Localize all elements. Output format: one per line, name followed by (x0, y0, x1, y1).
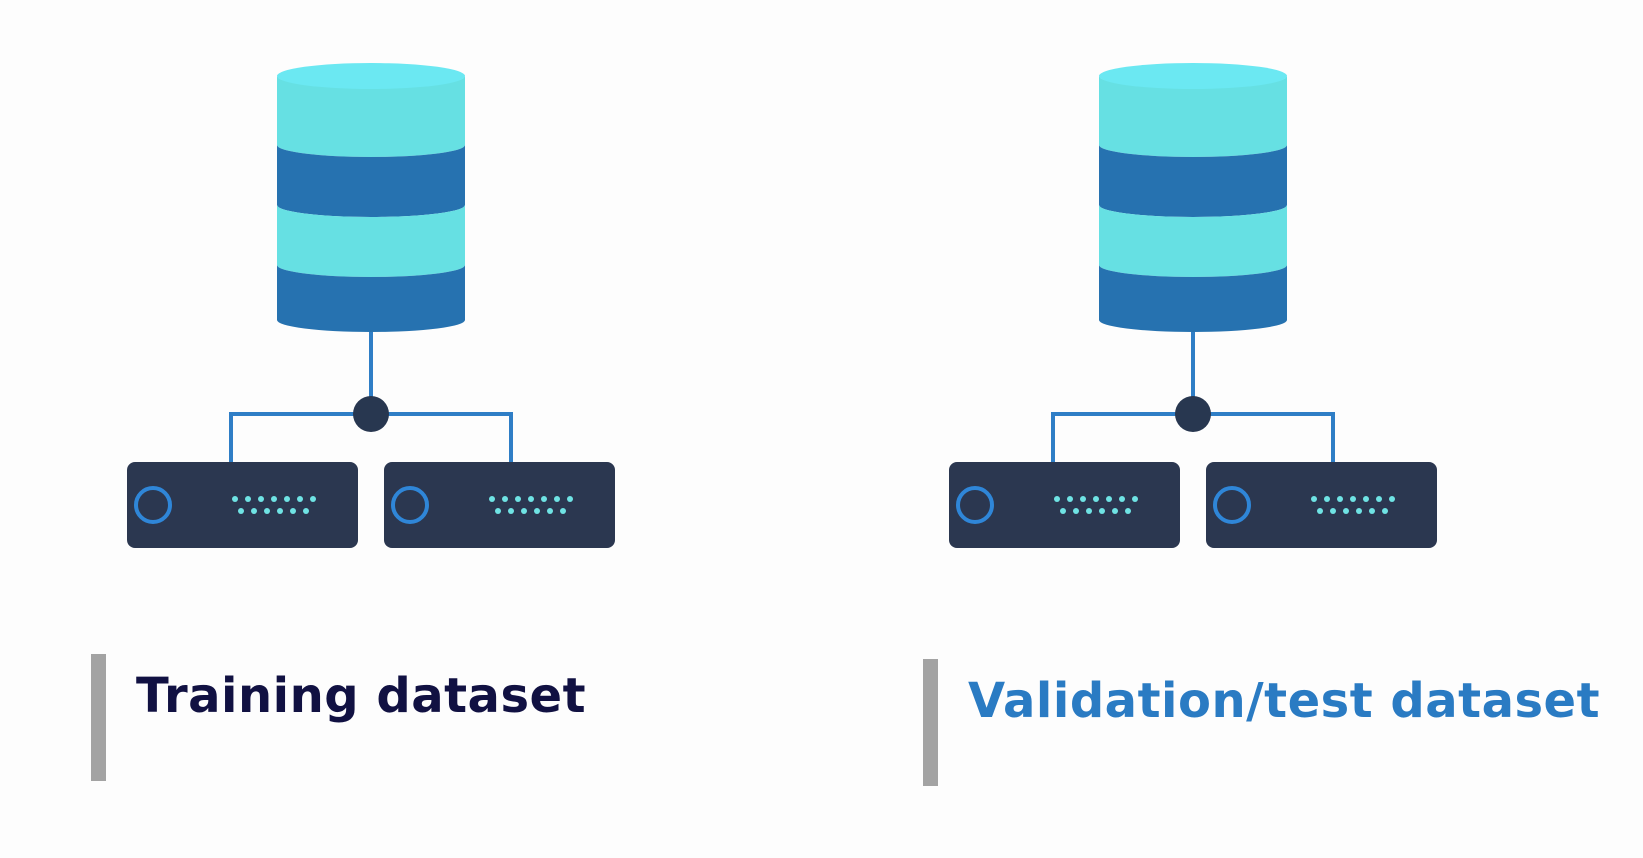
indicator-dot (495, 508, 501, 514)
indicator-dot (1382, 508, 1388, 514)
indicator-dot (1311, 496, 1317, 502)
indicator-dot (1073, 508, 1079, 514)
indicator-dot (1324, 496, 1330, 502)
indicator-dot (251, 508, 257, 514)
connector-lines (1051, 332, 1335, 463)
indicator-dot (1350, 496, 1356, 502)
indicator-dot (1112, 508, 1118, 514)
server-body (127, 462, 358, 548)
indicator-dot (515, 496, 521, 502)
server-status-ring (1213, 486, 1251, 524)
indicator-dot (528, 496, 534, 502)
connector-lines (229, 332, 513, 463)
server-status-ring (956, 486, 994, 524)
server-status-ring (391, 486, 429, 524)
indicator-dot (502, 496, 508, 502)
indicator-dot (1337, 496, 1343, 502)
database-icon (1099, 63, 1287, 332)
indicator-dot (1363, 496, 1369, 502)
validation-database-illustration (949, 63, 1437, 548)
indicator-dot (1080, 496, 1086, 502)
database-icon (277, 63, 465, 332)
indicator-dot (1330, 508, 1336, 514)
indicator-dot (290, 508, 296, 514)
indicator-dot (489, 496, 495, 502)
indicator-dot (1132, 496, 1138, 502)
indicator-dot (1389, 496, 1395, 502)
server-left-icon (949, 462, 1180, 548)
training-dataset-label: Training dataset (136, 668, 587, 724)
validation-caption: Validation/test dataset (923, 659, 1600, 786)
cylinder-band (1099, 265, 1287, 332)
junction-node (353, 396, 389, 432)
cylinder-band (277, 76, 465, 157)
indicator-dot (508, 508, 514, 514)
indicator-dot (303, 508, 309, 514)
server-body (384, 462, 615, 548)
indicator-dot (258, 496, 264, 502)
indicator-dot (271, 496, 277, 502)
cylinder-band (1099, 76, 1287, 157)
indicator-dot (264, 508, 270, 514)
cylinder-band (277, 145, 465, 217)
indicator-dot (297, 496, 303, 502)
indicator-dot (1125, 508, 1131, 514)
indicator-dot (1317, 508, 1323, 514)
server-indicator-dots (232, 496, 316, 514)
indicator-dot (277, 508, 283, 514)
training-database-illustration (127, 63, 615, 548)
junction-node (1175, 396, 1211, 432)
indicator-dot (1067, 496, 1073, 502)
indicator-dot (1376, 496, 1382, 502)
indicator-dot (1086, 508, 1092, 514)
indicator-dot (1093, 496, 1099, 502)
indicator-dot (232, 496, 238, 502)
cylinder-band (1099, 145, 1287, 217)
indicator-dot (1356, 508, 1362, 514)
server-indicator-dots (489, 496, 573, 514)
indicator-dot (534, 508, 540, 514)
server-indicator-dots (1311, 496, 1395, 514)
cylinder-band (277, 205, 465, 277)
cylinder-band (1099, 205, 1287, 277)
training-caption: Training dataset (91, 654, 586, 781)
server-left-icon (127, 462, 358, 548)
server-indicator-dots (1054, 496, 1138, 514)
indicator-dot (245, 496, 251, 502)
caption-accent-bar (923, 659, 938, 786)
server-body (949, 462, 1180, 548)
indicator-dot (554, 496, 560, 502)
indicator-dot (547, 508, 553, 514)
caption-accent-bar (91, 654, 106, 781)
cylinder-top (1099, 63, 1287, 89)
cylinder-band (277, 265, 465, 332)
indicator-dot (1119, 496, 1125, 502)
server-status-ring (134, 486, 172, 524)
cylinder-top (277, 63, 465, 89)
validation-dataset-label: Validation/test dataset (968, 673, 1601, 729)
indicator-dot (1099, 508, 1105, 514)
indicator-dot (310, 496, 316, 502)
indicator-dot (560, 508, 566, 514)
indicator-dot (1060, 508, 1066, 514)
server-body (1206, 462, 1437, 548)
indicator-dot (541, 496, 547, 502)
server-right-icon (384, 462, 615, 548)
indicator-dot (1106, 496, 1112, 502)
server-right-icon (1206, 462, 1437, 548)
indicator-dot (238, 508, 244, 514)
indicator-dot (521, 508, 527, 514)
indicator-dot (567, 496, 573, 502)
indicator-dot (284, 496, 290, 502)
indicator-dot (1369, 508, 1375, 514)
indicator-dot (1054, 496, 1060, 502)
indicator-dot (1343, 508, 1349, 514)
